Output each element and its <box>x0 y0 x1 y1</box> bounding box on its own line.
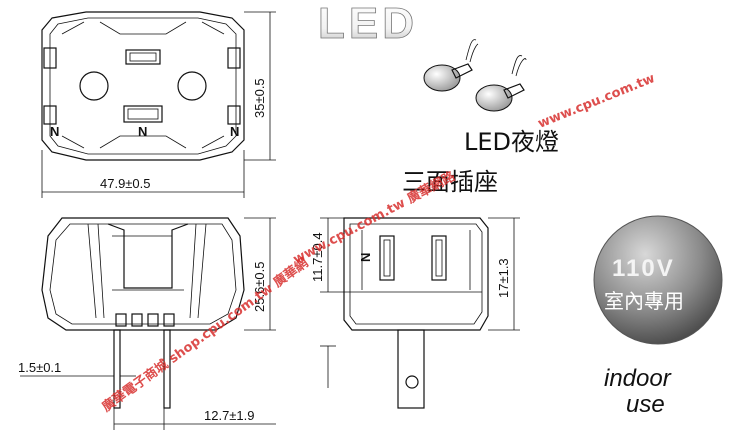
led-logo: LED <box>318 0 418 48</box>
top-polarity-center: N <box>138 124 147 139</box>
product-title: LED夜燈 <box>464 128 559 156</box>
badge-label: 室內專用 <box>604 289 684 313</box>
top-view: N N N 47.9±0.5 35±0.5 <box>41 11 276 198</box>
watermark-diagonal-bottom: 廣華電子商城 shop.cpu.com.tw 廣華網 <box>99 255 311 415</box>
led-logo-text: LED <box>318 0 418 48</box>
front-view: 1.5±0.1 12.7±1.9 25.6±0.5 <box>18 217 276 430</box>
watermark-top-right: www.cpu.com.tw <box>536 71 657 132</box>
top-height-dim: 35±0.5 <box>252 78 267 118</box>
side-total-height-dim: 17±1.3 <box>496 258 511 298</box>
top-width-dim: 47.9±0.5 <box>100 176 151 191</box>
use-text: use <box>626 391 665 418</box>
top-polarity-left: N <box>50 124 59 139</box>
top-polarity-right: N <box>230 124 239 139</box>
product-subtitle: 三面插座 <box>402 168 498 196</box>
indoor-badge: 110V 室內專用 <box>593 215 723 345</box>
front-pin-spacing-dim: 12.7±1.9 <box>204 408 255 423</box>
indoor-text: indoor <box>604 365 672 392</box>
side-polarity: N <box>358 253 373 262</box>
side-view: N 11.7±0.4 17±1.3 <box>310 217 520 409</box>
front-height-dim: 25.6±0.5 <box>252 261 267 312</box>
front-pin-width-dim: 1.5±0.1 <box>18 360 61 375</box>
led-bulb-illustration <box>423 39 527 112</box>
side-body-height-dim: 11.7±0.4 <box>310 232 325 282</box>
badge-voltage: 110V <box>612 255 675 282</box>
